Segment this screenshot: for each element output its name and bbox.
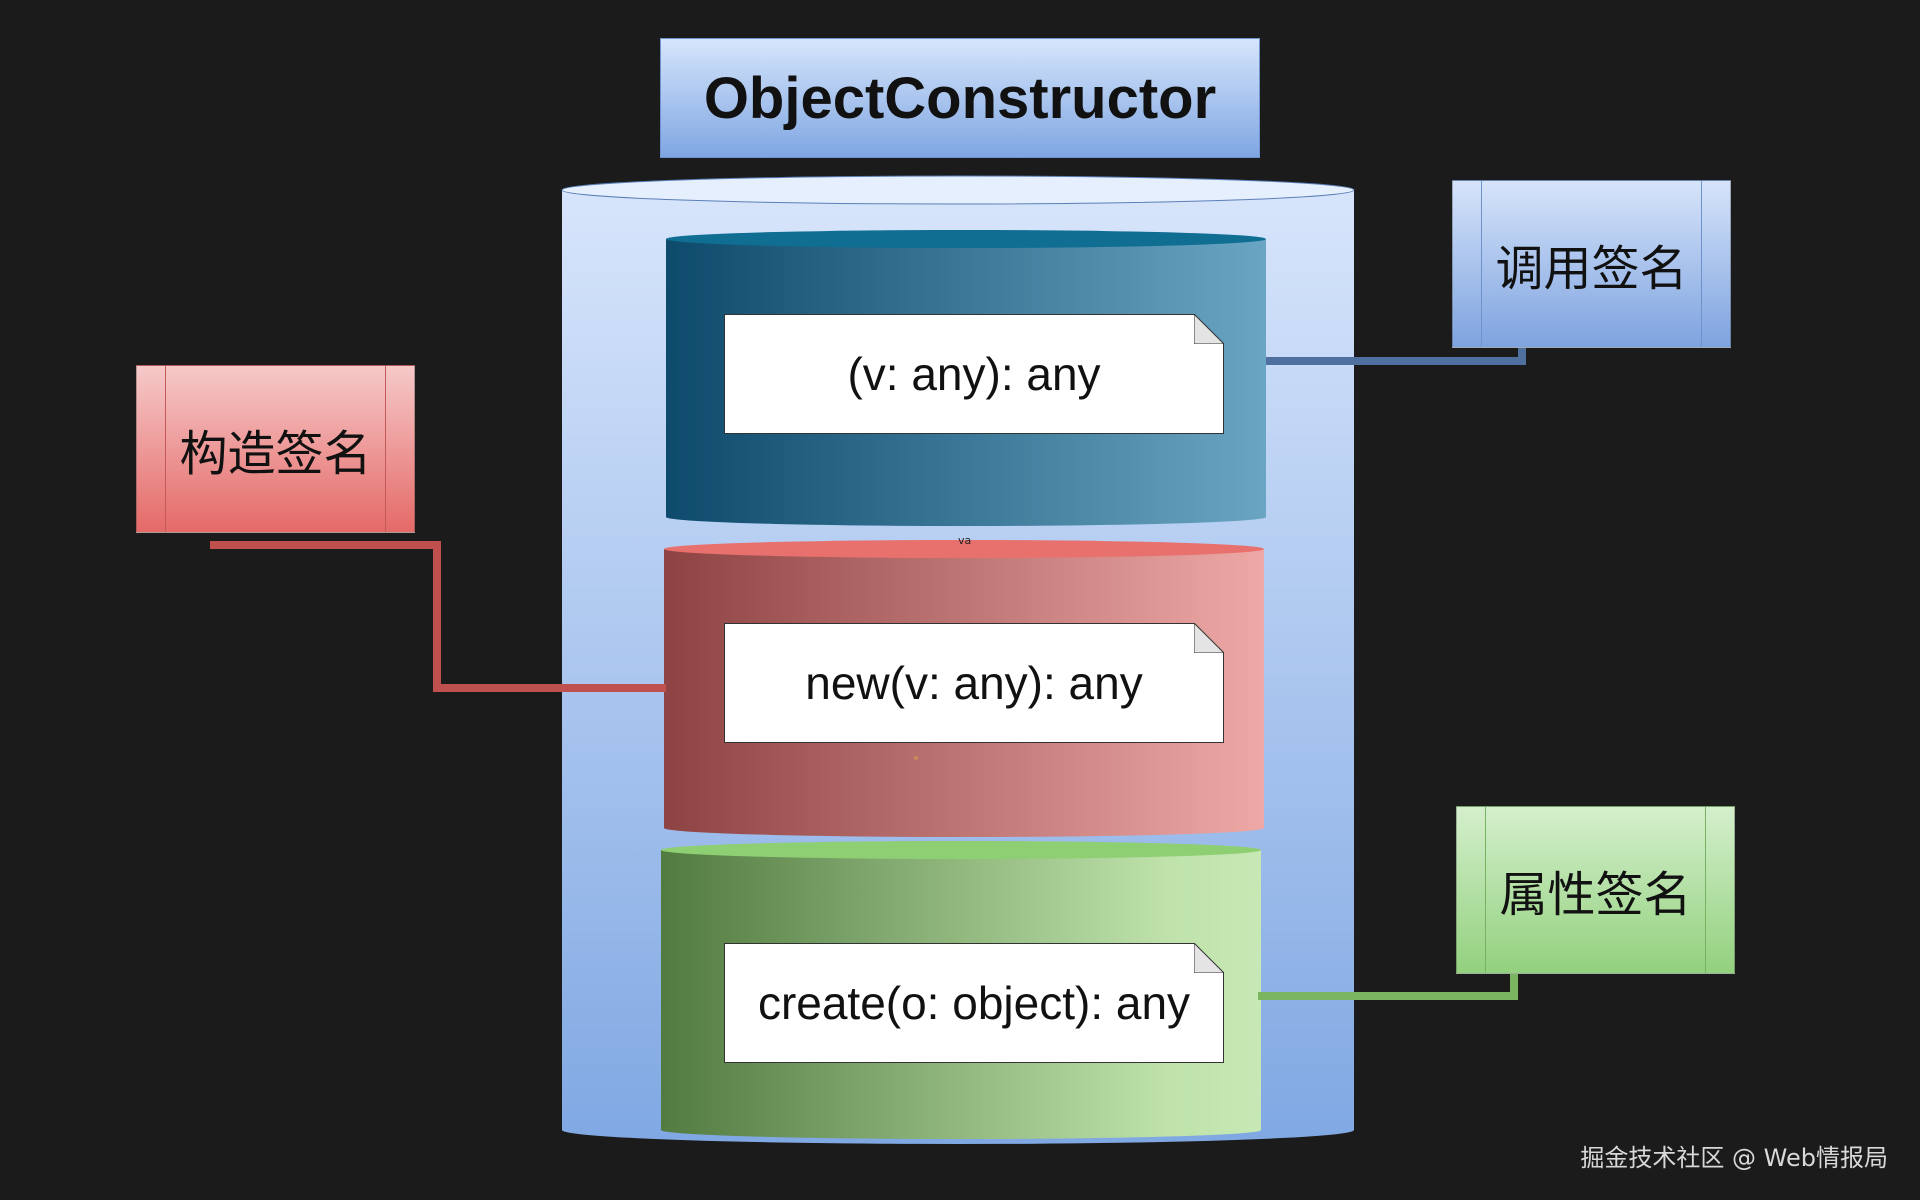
construct-signature-label: 构造签名 [179,426,372,482]
call-signature-label-box: 调用签名 [1452,180,1731,348]
construct-signature-label-box: 构造签名 [136,365,415,533]
construct-signature-note: new(v: any): any [724,623,1224,743]
marker-dot [914,756,918,760]
construct-connector-line [210,541,666,692]
title-text: ObjectConstructor [703,65,1217,131]
call-signature-text: (v: any): any [847,348,1101,400]
tiny-label: va [958,534,972,547]
call-signature-label: 调用签名 [1495,241,1688,297]
call-signature-note: (v: any): any [724,314,1224,434]
property-signature-label-box: 属性签名 [1456,806,1735,974]
watermark: 掘金技术社区 @ Web情报局 [1580,1144,1888,1172]
property-signature-label: 属性签名 [1499,867,1692,923]
property-connector-line [1258,974,1518,1000]
call-connector-line [1266,348,1526,365]
property-signature-note: create(o: object): any [724,943,1224,1063]
object-constructor-title: ObjectConstructor [660,38,1260,158]
property-signature-text: create(o: object): any [757,977,1191,1029]
construct-signature-text: new(v: any): any [805,657,1143,709]
